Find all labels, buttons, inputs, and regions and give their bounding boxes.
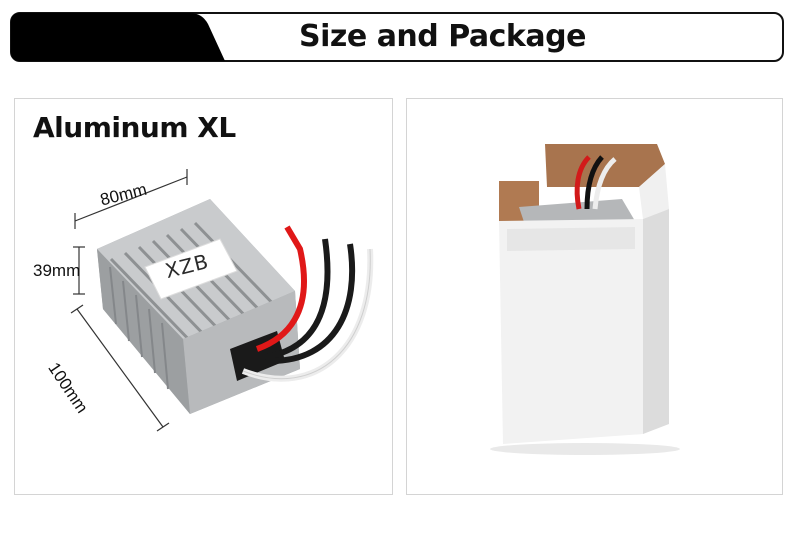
page-title: Size and Package [299,19,586,54]
converter-image [70,169,374,432]
title-banner: Size and Package [10,12,785,62]
package-box-image [490,144,680,455]
package-panel [406,98,783,495]
banner-shape [10,12,784,62]
product-panel: Aluminum XL [14,98,393,495]
height-dimension: 39mm [33,261,81,280]
product-label: Aluminum XL [33,111,236,144]
